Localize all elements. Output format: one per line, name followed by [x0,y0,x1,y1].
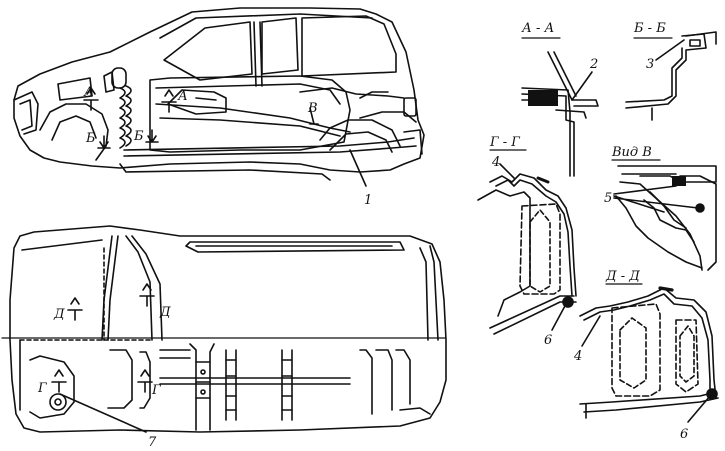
callout-1: 1 [364,193,372,208]
marker-a-front: А [83,85,94,100]
callout-6-gg: 6 [544,333,552,348]
callout-6-dd: 6 [680,427,688,442]
marker-a-door: А [177,89,188,104]
section-dd-title: Д - Д [605,269,640,284]
callout-3: 3 [646,57,654,72]
marker-g-right: Г [151,383,161,398]
section-gg-drawing [477,149,577,335]
section-dd-drawing [579,283,719,423]
section-aa-drawing [521,37,599,177]
car-side-view [13,7,425,187]
callout-5: 5 [604,191,612,206]
marker-g-left: Г [37,381,47,396]
callout-7: 7 [148,435,157,450]
marker-b-front: Б [85,131,96,146]
section-bb-title: Б - Б [633,21,666,36]
view-v-drawing [611,159,717,271]
marker-d-left: Д [53,307,65,322]
callout-4-gg: 4 [491,155,500,170]
marker-d-right: Д [159,305,171,320]
marker-b-door: Б [133,129,144,144]
car-top-view [9,225,447,433]
section-view-v-title: Вид В [611,145,652,160]
section-bb-drawing [625,31,717,121]
callout-4-dd: 4 [573,349,582,364]
marker-v: В [307,101,318,116]
section-gg-title: Г - Г [489,135,520,150]
callout-2: 2 [589,57,598,72]
section-aa-title: А - А [521,21,554,36]
